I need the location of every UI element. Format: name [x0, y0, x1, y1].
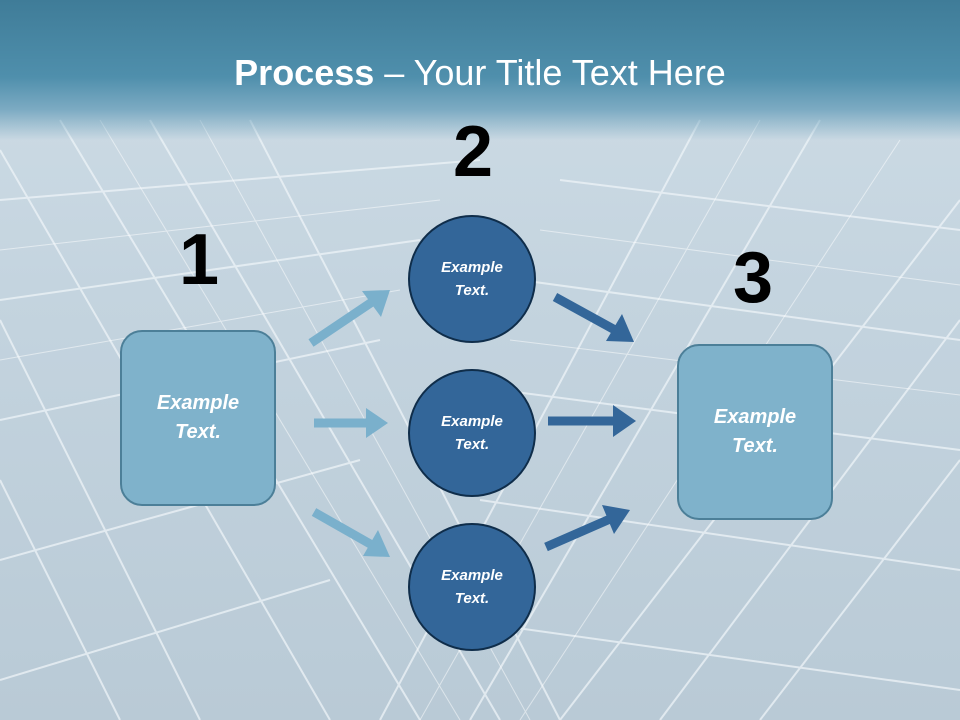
circle-bottom-text: Example Text. [441, 567, 503, 607]
circle-middle: Example Text. [408, 369, 536, 497]
arrow-left-to-bottom [311, 508, 390, 557]
arrow-left-to-middle [314, 408, 388, 438]
circle-top: Example Text. [408, 215, 536, 343]
circle-middle-text: Example Text. [441, 413, 503, 453]
left-process-box: Example Text. [120, 330, 276, 506]
slide-title: Process – Your Title Text Here [0, 52, 960, 94]
step-number-2: 2 [452, 112, 494, 192]
arrow-top-to-right [552, 293, 634, 342]
title-bold: Process [234, 52, 375, 93]
circle-bottom: Example Text. [408, 523, 536, 651]
arrow-left-to-top [308, 290, 390, 347]
arrow-middle-to-right [548, 405, 636, 437]
arrow-bottom-to-right [544, 505, 630, 552]
circle-top-text: Example Text. [441, 259, 503, 299]
left-box-text: Example Text. [156, 392, 240, 443]
right-box-text: Example Text. [713, 406, 797, 457]
right-process-box: Example Text. [677, 344, 833, 520]
step-number-3: 3 [732, 238, 774, 318]
title-bar [0, 0, 960, 140]
title-rest: – Your Title Text Here [374, 52, 726, 93]
step-number-1: 1 [178, 220, 220, 300]
